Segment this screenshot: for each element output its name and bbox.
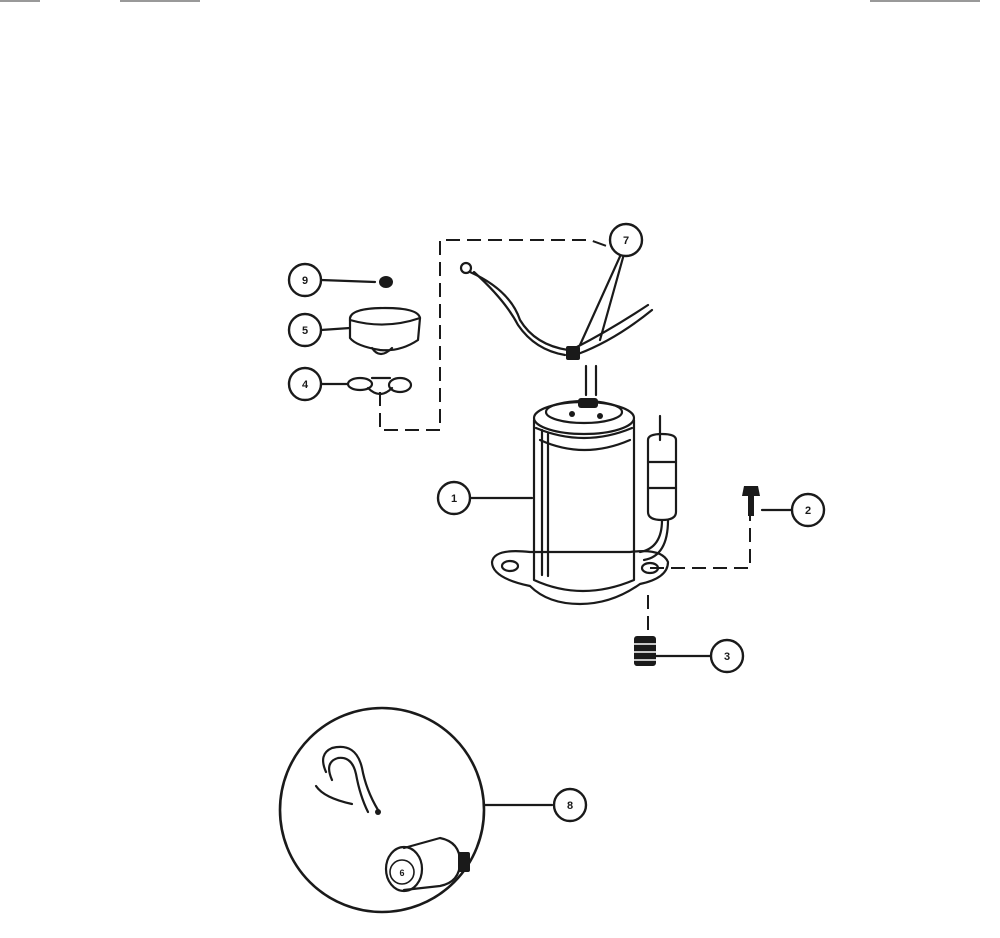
part-wire-harness [459, 261, 654, 397]
svg-text:5: 5 [302, 325, 308, 337]
leader-lines [319, 250, 794, 807]
svg-text:2: 2 [805, 505, 811, 517]
svg-text:3: 3 [724, 651, 730, 663]
part-nut [379, 276, 393, 288]
part-bolt [742, 486, 760, 516]
svg-text:7: 7 [623, 235, 629, 247]
svg-text:6: 6 [399, 868, 404, 878]
callout-5: 5 [287, 312, 323, 348]
part-terminal-cover [348, 306, 422, 356]
callout-8: 8 [552, 787, 588, 823]
callout-7: 7 [608, 222, 644, 258]
svg-text:8: 8 [567, 800, 573, 812]
callout-2: 2 [790, 492, 826, 528]
assembly-guide-line-bolt [650, 515, 751, 569]
svg-text:1: 1 [451, 493, 457, 505]
svg-text:4: 4 [302, 379, 309, 391]
callout-3: 3 [709, 638, 745, 674]
callout-4: 4 [287, 366, 323, 402]
callout-1: 1 [436, 480, 472, 516]
assembly-guide-line-wiring [379, 239, 613, 431]
svg-text:9: 9 [302, 275, 308, 287]
part-gasket [346, 376, 413, 396]
part-compressor [490, 398, 678, 606]
callout-9: 9 [287, 262, 323, 298]
part-spring [634, 636, 656, 666]
callout-6: 6 [389, 859, 415, 885]
detail-inset [278, 706, 486, 914]
